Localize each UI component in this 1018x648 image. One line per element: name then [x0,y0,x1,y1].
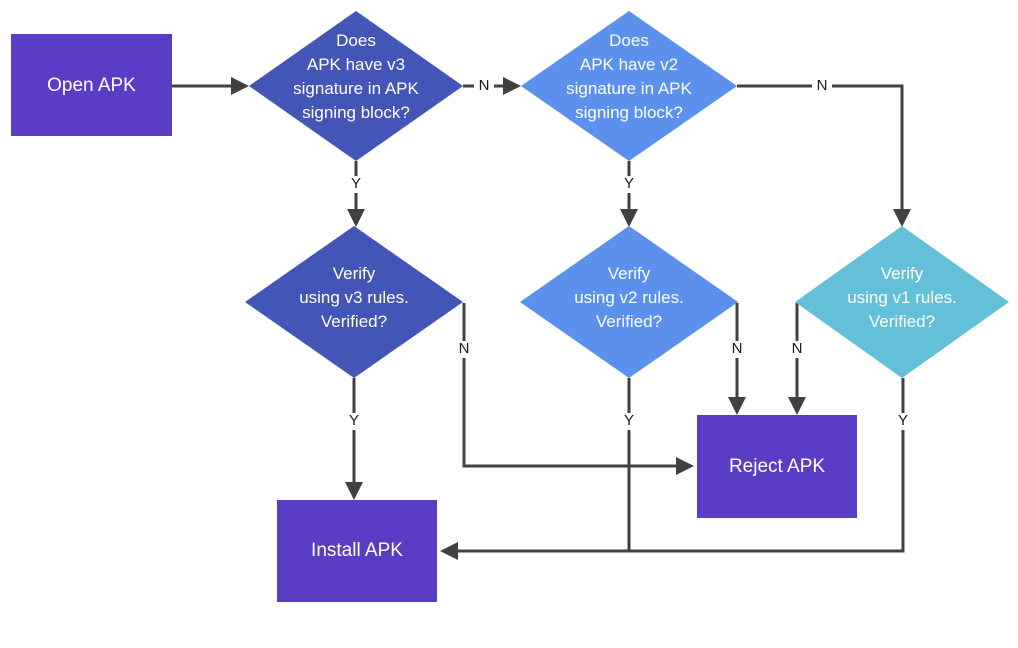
has-v2-shape[interactable] [521,11,737,161]
verify-v2-shape[interactable] [520,226,738,378]
arrow-head-icon [728,397,746,415]
node-reject-apk[interactable]: Reject APK [697,415,857,518]
edge-line-b [832,84,904,212]
edge-verifyv1-n-reject[interactable]: N [788,303,806,415]
edge-label-hasv3-n: N [479,77,490,94]
edge-hasv3-y-verify[interactable]: Y [347,161,365,227]
edge-verifyv2-n-reject[interactable]: N [728,303,746,415]
verify-v1-shape[interactable] [795,226,1009,378]
edge-open-to-hasv3[interactable] [172,77,249,95]
edge-line-b [462,358,678,468]
edge-label-hasv3-y: Y [351,175,361,192]
node-verify-v2[interactable]: Verify using v2 rules. Verified? [520,226,738,378]
arrow-head-icon [231,77,249,95]
arrow-head-icon [345,482,363,500]
edge-label-verifyv3-y: Y [349,412,359,429]
node-install-apk[interactable]: Install APK [277,500,437,602]
open-apk-shape[interactable] [11,34,172,136]
arrow-head-icon [676,457,694,475]
edge-label-verifyv3-n: N [459,340,470,357]
install-apk-shape[interactable] [277,500,437,602]
arrow-head-icon [893,209,911,227]
node-has-v3[interactable]: Does APK have v3 signature in APK signin… [249,11,463,161]
arrow-head-icon [620,209,638,227]
arrow-head-icon [440,542,458,560]
has-v3-shape[interactable] [249,11,463,161]
edge-verifyv2-y-install[interactable]: Y [440,378,634,560]
edge-verifyv3-y-install[interactable]: Y [345,378,363,500]
edge-line-b [458,430,905,553]
node-has-v2[interactable]: Does APK have v2 signature in APK signin… [521,11,737,161]
edge-hasv3-n-hasv2[interactable]: N [463,77,521,95]
edge-hasv2-y-verify[interactable]: Y [620,161,638,227]
node-verify-v3[interactable]: Verify using v3 rules. Verified? [245,226,463,378]
edge-label-hasv2-n: N [817,77,828,94]
edge-line-b [458,430,631,553]
edge-label-hasv2-y: Y [624,175,634,192]
verify-v3-shape[interactable] [245,226,463,378]
arrow-head-icon [503,77,521,95]
node-verify-v1[interactable]: Verify using v1 rules. Verified? [795,226,1009,378]
node-layer: Open APK Does APK have v3 signature in A… [11,11,1009,602]
edge-label-verifyv1-y: Y [898,412,908,429]
arrow-head-icon [788,397,806,415]
edge-hasv2-n-verifyv1[interactable]: N [737,77,911,227]
edge-label-verifyv2-n: N [732,340,743,357]
reject-apk-shape[interactable] [697,415,857,518]
arrow-head-icon [347,209,365,227]
edge-label-verifyv2-y: Y [624,412,634,429]
node-open-apk[interactable]: Open APK [11,34,172,136]
edge-label-verifyv1-n: N [792,340,803,357]
